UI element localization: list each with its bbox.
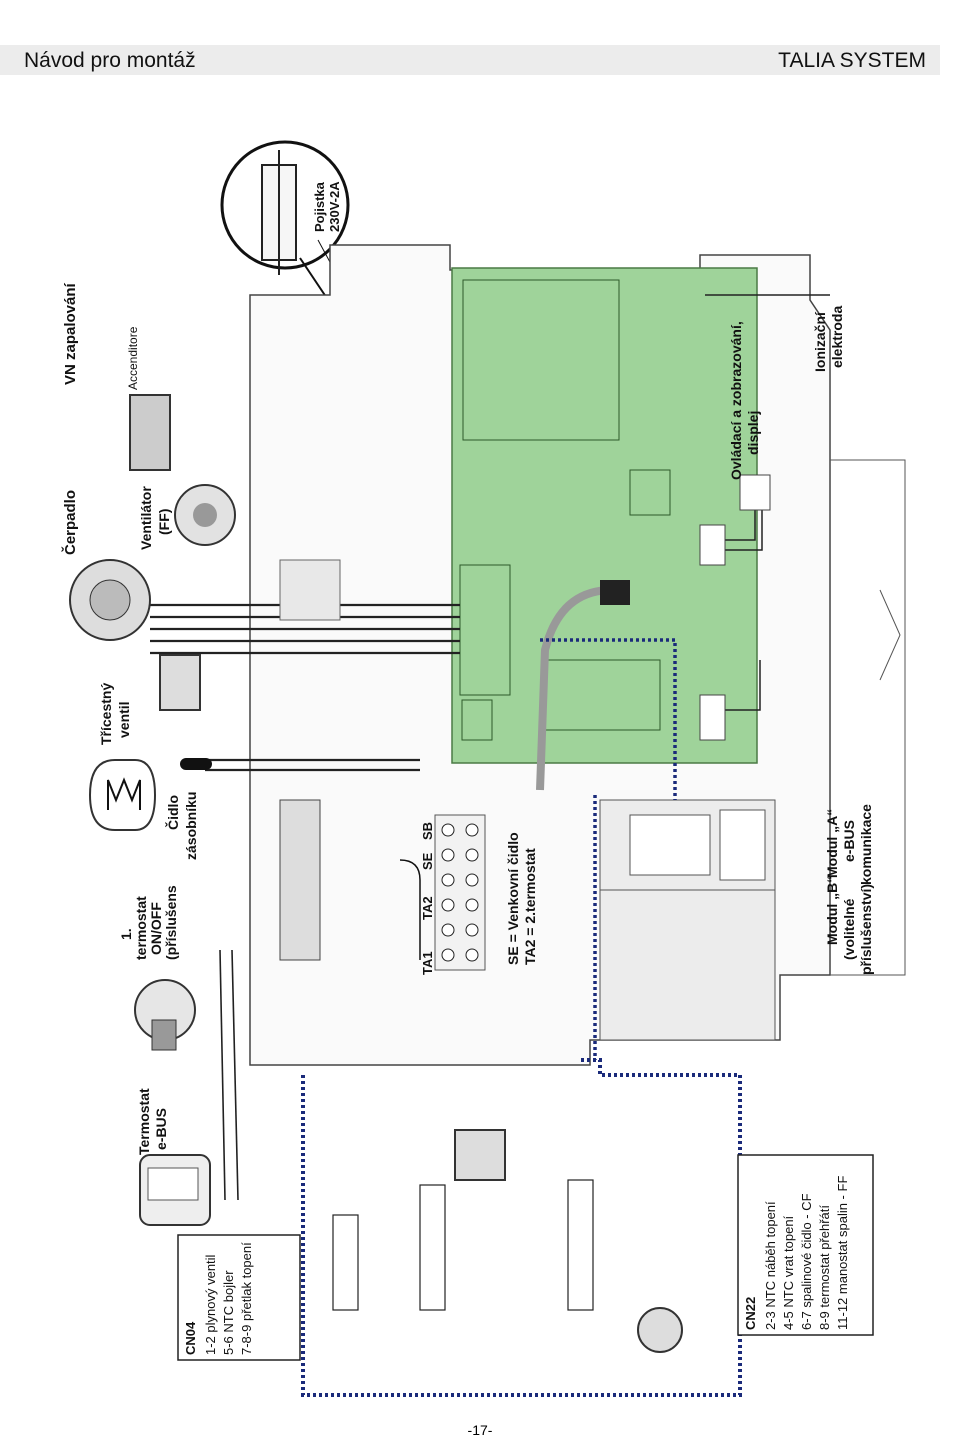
label-ta2: TA2 = 2.termostat <box>522 848 538 965</box>
product-name: TALIA SYSTEM <box>778 49 926 72</box>
terminal-strip <box>279 799 321 961</box>
label-ebus-thermo-1: Termostat <box>136 1088 152 1155</box>
cn22-row-1: 2-3 NTC náběh topení <box>763 1201 778 1330</box>
terminal-screws <box>434 814 486 971</box>
three-way-valve-icon <box>159 654 201 711</box>
label-module-b-3: příslušenství) <box>858 883 874 975</box>
label-module-a-1: Modul „A“ <box>824 808 840 878</box>
manual-title: Návod pro montáž <box>24 49 196 72</box>
label-thermo-2: termostat <box>133 896 149 960</box>
label-ion-2: elektroda <box>829 305 845 368</box>
label-thermo-4: (příslušens <box>163 885 179 960</box>
label-module-b-1: Modul „B“ <box>824 875 840 945</box>
label-module-b-2: (volitelné <box>841 898 857 960</box>
label-accenditore: Accenditore <box>126 326 140 390</box>
label-thermo-3: ON/OFF <box>148 902 164 955</box>
label-vn: VN zapalování <box>62 283 79 385</box>
control-pcb <box>451 267 758 764</box>
label-tank-1: Čidlo <box>165 795 181 830</box>
label-se: SE = Venkovní čidlo <box>505 832 521 965</box>
optional-dashed-outline <box>301 1058 742 1397</box>
igniter-icon <box>129 394 171 471</box>
cn-connectors <box>332 1179 594 1311</box>
cn22-row-2: 4-5 NTC vrat topení <box>781 1215 796 1330</box>
heater-symbol <box>88 759 157 831</box>
label-fuse-1: Pojistka <box>312 182 327 232</box>
label-module-a-2: e-BUS <box>841 819 857 862</box>
cn04-row-2: 5-6 NTC bojler <box>221 1270 236 1355</box>
terminal-ta2: TA2 <box>420 896 435 920</box>
cn22-legend-box <box>737 1154 874 1336</box>
label-display-2: displej <box>745 410 761 455</box>
label-thermo-1: 1. <box>118 928 134 940</box>
label-ion-1: Ionizační <box>812 312 828 372</box>
header-bar: Návod pro montáž TALIA SYSTEM <box>0 45 940 75</box>
terminal-se: SE <box>420 852 435 870</box>
page-number: -17- <box>467 1422 493 1438</box>
cn04-title: CN04 <box>183 1321 198 1355</box>
label-display-1: Ovládací a zobrazování, <box>728 321 744 480</box>
label-fan-1: Ventilátor <box>138 486 154 550</box>
cn04-row-3: 7-8-9 přetlak topení <box>239 1242 254 1355</box>
label-ebus-thermo-2: e-BUS <box>153 1107 169 1150</box>
cn22-title: CN22 <box>743 1296 758 1330</box>
label-fuse-2: 230V-2A <box>327 181 342 232</box>
terminal-ta1: TA1 <box>420 951 435 975</box>
tank-sensor-icon <box>180 758 212 770</box>
cn22-row-4: 8-9 termostat přehřátí <box>817 1205 832 1330</box>
label-module-a-3: komunikace <box>858 804 874 885</box>
label-fan-2: (FF) <box>156 508 172 535</box>
cn22-row-3: 6-7 spalinové čidlo - CF <box>799 1193 814 1330</box>
label-valve-2: ventil <box>116 701 132 738</box>
cn04-row-1: 1-2 plynový ventil <box>203 1254 218 1355</box>
cn04-legend-box <box>177 1234 301 1361</box>
label-pump: Čerpadlo <box>62 489 79 555</box>
terminal-sb: SB <box>420 821 435 840</box>
cn22-row-5: 11-12 manostat spalin - FF <box>835 1175 850 1330</box>
label-valve-1: Třícestný <box>98 682 114 745</box>
label-tank-2: zásobníku <box>183 791 199 860</box>
module-b <box>599 889 776 1041</box>
